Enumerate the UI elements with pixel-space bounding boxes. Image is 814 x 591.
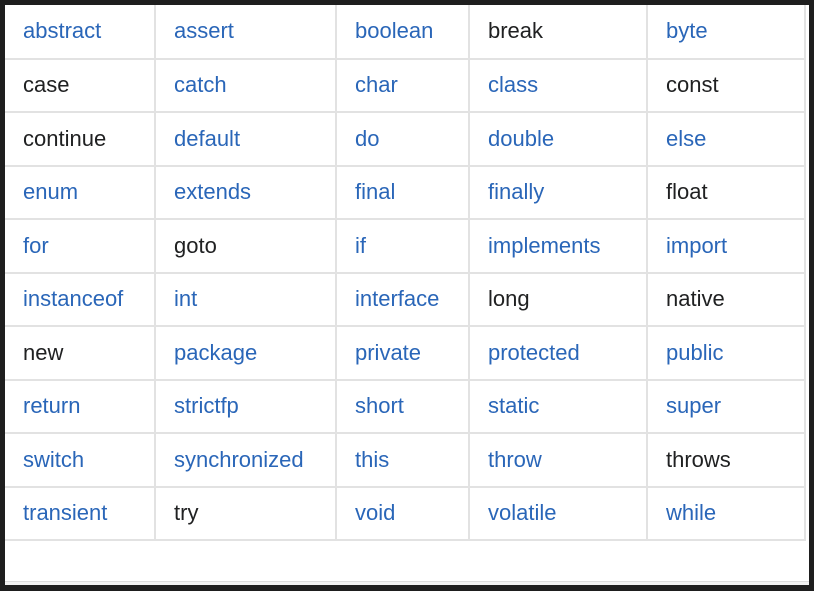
keyword-link[interactable]: return xyxy=(5,378,156,434)
keyword-link[interactable]: byte xyxy=(646,5,806,60)
keyword-link[interactable]: synchronized xyxy=(154,432,337,488)
keyword-link[interactable]: extends xyxy=(154,164,337,220)
keyword-link[interactable]: interface xyxy=(335,271,470,327)
keyword-link[interactable]: class xyxy=(468,57,648,113)
keyword-link[interactable]: void xyxy=(335,485,470,541)
keyword-link[interactable]: abstract xyxy=(5,5,156,60)
keyword-link[interactable]: short xyxy=(335,378,470,434)
keyword-link[interactable]: implements xyxy=(468,218,648,274)
keyword-text: new xyxy=(5,325,156,381)
keyword-link[interactable]: while xyxy=(646,485,806,541)
keyword-text: long xyxy=(468,271,648,327)
keyword-link[interactable]: enum xyxy=(5,164,156,220)
keyword-link[interactable]: int xyxy=(154,271,337,327)
keyword-link[interactable]: strictfp xyxy=(154,378,337,434)
keyword-link[interactable]: transient xyxy=(5,485,156,541)
keyword-link[interactable]: boolean xyxy=(335,5,470,60)
keyword-text: throws xyxy=(646,432,806,488)
keyword-link[interactable]: public xyxy=(646,325,806,381)
keyword-link[interactable]: package xyxy=(154,325,337,381)
keyword-link[interactable]: assert xyxy=(154,5,337,60)
keyword-link[interactable]: double xyxy=(468,111,648,167)
keyword-link[interactable]: do xyxy=(335,111,470,167)
keyword-link[interactable]: if xyxy=(335,218,470,274)
keyword-link[interactable]: import xyxy=(646,218,806,274)
keyword-link[interactable]: switch xyxy=(5,432,156,488)
keyword-link[interactable]: default xyxy=(154,111,337,167)
horizontal-scrollbar[interactable] xyxy=(5,581,809,585)
keyword-link[interactable]: protected xyxy=(468,325,648,381)
keyword-text: break xyxy=(468,5,648,60)
keyword-text: const xyxy=(646,57,806,113)
keyword-link[interactable]: static xyxy=(468,378,648,434)
keyword-text: float xyxy=(646,164,806,220)
keyword-link[interactable]: for xyxy=(5,218,156,274)
keyword-text: case xyxy=(5,57,156,113)
keyword-text: native xyxy=(646,271,806,327)
keyword-link[interactable]: final xyxy=(335,164,470,220)
keyword-text: continue xyxy=(5,111,156,167)
keyword-link[interactable]: catch xyxy=(154,57,337,113)
keyword-link[interactable]: throw xyxy=(468,432,648,488)
keyword-link[interactable]: finally xyxy=(468,164,648,220)
keyword-link[interactable]: super xyxy=(646,378,806,434)
keyword-link[interactable]: volatile xyxy=(468,485,648,541)
keyword-link[interactable]: char xyxy=(335,57,470,113)
keyword-link[interactable]: instanceof xyxy=(5,271,156,327)
keyword-text: goto xyxy=(154,218,337,274)
keyword-link[interactable]: private xyxy=(335,325,470,381)
keyword-link[interactable]: this xyxy=(335,432,470,488)
keyword-text: try xyxy=(154,485,337,541)
keyword-link[interactable]: else xyxy=(646,111,806,167)
